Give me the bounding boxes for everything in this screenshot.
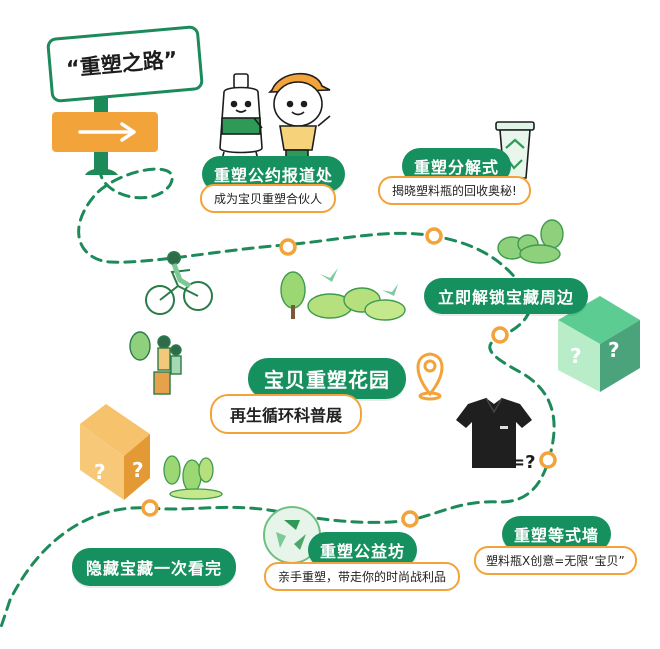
question-mark-label: ? xyxy=(608,338,620,362)
waypoint-marker xyxy=(141,499,159,517)
waypoint-markers xyxy=(141,227,557,528)
bird-icons xyxy=(320,268,398,296)
waypoint-marker xyxy=(539,451,557,469)
station-unlock-title: 立即解锁宝藏周边 xyxy=(424,278,589,314)
location-pin-icon xyxy=(416,352,444,401)
mystery-box-orange-illustration xyxy=(80,404,150,500)
question-mark-label: ? xyxy=(570,344,582,368)
waypoint-marker xyxy=(279,238,297,256)
signpost-illustration xyxy=(46,25,204,175)
bush-cluster-illustration xyxy=(497,219,564,264)
station-workshop-subtitle: 亲手重塑，带走你的时尚战利品 xyxy=(264,562,461,591)
station-report-subtitle: 成为宝贝重塑合伙人 xyxy=(200,184,337,213)
station-decompose-subtitle: 揭晓塑料瓶的回收奥秘! xyxy=(378,176,531,205)
cyclist-illustration xyxy=(145,251,213,315)
visitors-illustration xyxy=(129,331,182,395)
station-garden-title: 宝贝重塑花园 xyxy=(248,358,406,399)
question-mark-label: ? xyxy=(132,458,144,482)
station-hidden-title: 隐藏宝藏一次看完 xyxy=(72,548,237,586)
waypoint-marker xyxy=(425,227,443,245)
polo-shirt-icon xyxy=(456,397,532,468)
station-wall-subtitle: 塑料瓶X创意=无限“宝贝” xyxy=(474,546,637,575)
question-mark-label: ? xyxy=(94,460,106,484)
waypoint-marker xyxy=(491,326,509,344)
garden-bushes-illustration xyxy=(280,271,406,321)
tree-cluster-illustration xyxy=(163,455,223,500)
mystery-box-green-illustration xyxy=(558,296,640,392)
arrow-right-icon xyxy=(78,122,136,142)
mascot-cup-illustration xyxy=(253,72,331,165)
waypoint-marker xyxy=(401,510,419,528)
equation-label: =? xyxy=(510,452,536,473)
station-garden-subtitle: 再生循环科普展 xyxy=(210,394,363,434)
